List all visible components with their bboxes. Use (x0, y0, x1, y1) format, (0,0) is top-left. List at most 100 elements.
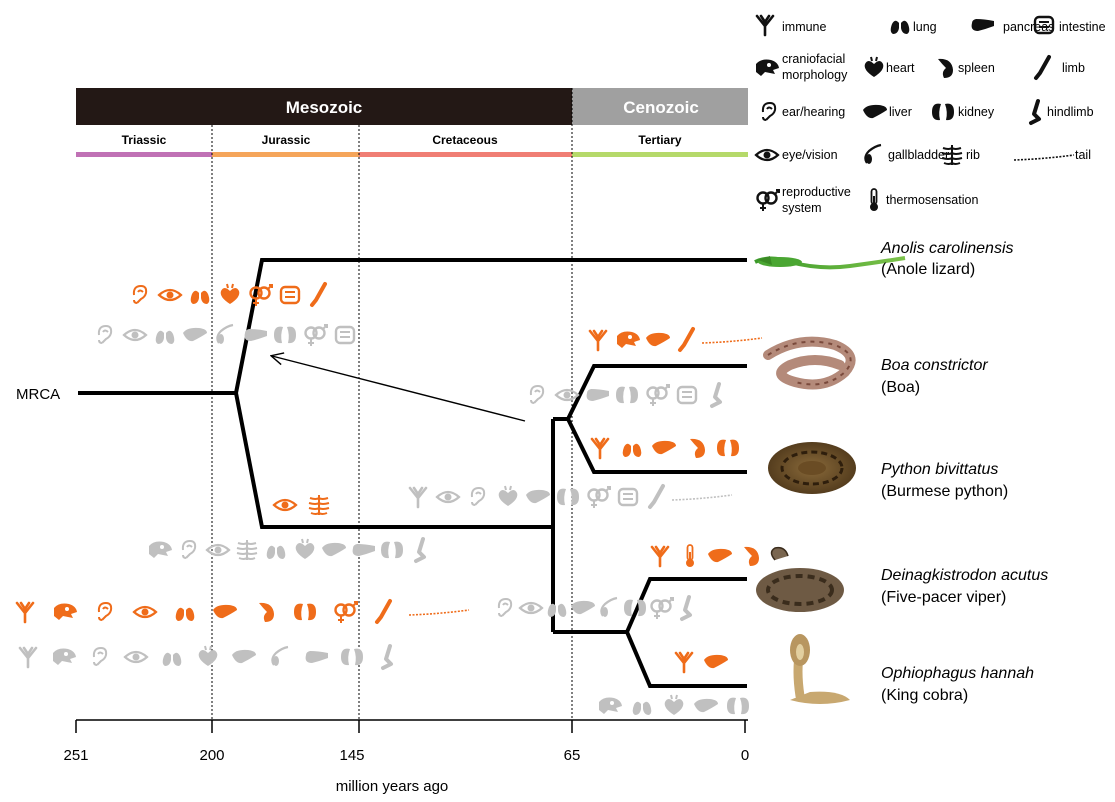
tick-label-200: 200 (199, 747, 224, 764)
ear-icon (472, 488, 484, 505)
time-axis: 251 200 145 65 0 million years ago (63, 720, 749, 795)
lung-icon (191, 287, 210, 304)
tail-icon (409, 610, 469, 615)
kidney-icon (717, 440, 739, 456)
kidney-icon (932, 104, 954, 120)
eye-icon (274, 500, 296, 510)
eye-icon (159, 290, 181, 300)
period-jurassic-label: Jurassic (262, 133, 311, 147)
pancreas-icon (245, 329, 267, 341)
lung-icon (633, 698, 652, 715)
trait-row-gain (676, 653, 728, 672)
spleen-icon (690, 439, 705, 458)
hindlimb-icon (682, 597, 690, 619)
legend-label-reproductive: reproductive (782, 185, 851, 199)
python-image (768, 442, 856, 494)
boa-image (768, 342, 851, 385)
eye-icon (520, 603, 542, 613)
legend: immune lung pancreas intestine craniofac… (756, 16, 1106, 215)
legend-label-thermosensation: thermosensation (886, 193, 978, 207)
hindlimb-icon (383, 646, 391, 668)
liver-icon (232, 650, 256, 663)
thermometer-icon (686, 545, 694, 567)
liver-icon (708, 549, 732, 562)
limb-icon (650, 486, 663, 507)
legend-label-spleen: spleen (958, 61, 995, 75)
period-tertiary-bar (572, 152, 748, 157)
eye-icon (756, 150, 778, 160)
heart-icon (499, 486, 518, 506)
era-mesozoic-label: Mesozoic (286, 98, 363, 117)
eye-icon (207, 545, 229, 555)
reproductive-icon (589, 487, 611, 508)
viper-image (756, 548, 844, 612)
legend-label-craniofacial: craniofacial (782, 52, 845, 66)
pancreas-icon (306, 651, 328, 663)
trait-row-loss (410, 486, 732, 508)
trait-row-gain (590, 329, 762, 350)
era-cenozoic-label: Cenozoic (623, 98, 699, 117)
immune-icon (590, 331, 606, 350)
rib-icon (309, 495, 329, 515)
legend-label-system: system (782, 201, 822, 215)
pancreas-icon (587, 389, 609, 401)
intestine-icon (336, 327, 354, 343)
period-jurassic-bar (212, 152, 359, 157)
eye-icon (134, 607, 156, 617)
intestine-icon (678, 387, 696, 403)
trait-row-gain (17, 601, 469, 623)
legend-label-rib: rib (966, 148, 980, 162)
rib-icon (237, 540, 257, 560)
lung-icon (623, 440, 642, 457)
tail-icon (1014, 155, 1074, 160)
legend-label-kidney: kidney (958, 105, 995, 119)
ancestral-arrow (272, 356, 525, 421)
tick-label-251: 251 (63, 747, 88, 764)
pancreas-icon (972, 19, 994, 31)
tick-label-65: 65 (564, 747, 581, 764)
spleen-icon (744, 547, 759, 566)
species-labels: Anolis carolinensis (Anole lizard) Boa c… (880, 240, 1048, 704)
species-images (755, 256, 905, 704)
legend-label-immune: immune (782, 20, 827, 34)
legend-label-lung: lung (913, 20, 937, 34)
species-name-boa: Boa constrictor (881, 357, 988, 374)
liver-icon (213, 605, 237, 618)
gallbladder-icon (601, 598, 617, 617)
tick-label-0: 0 (741, 747, 749, 764)
trait-row-loss (99, 325, 354, 346)
ear-icon (531, 386, 543, 403)
immune-icon (676, 653, 692, 672)
ear-icon (763, 103, 775, 120)
legend-label-morphology: morphology (782, 68, 848, 82)
kidney-icon (727, 698, 749, 714)
lung-icon (267, 542, 286, 559)
liver-icon (571, 601, 595, 614)
immune-icon (757, 16, 773, 35)
tail-icon (672, 495, 732, 500)
heart-icon (296, 539, 315, 559)
lung-icon (891, 17, 910, 34)
species-common-python: (Burmese python) (881, 483, 1008, 500)
spleen-icon (259, 603, 274, 622)
ear-icon (134, 286, 146, 303)
limb-icon (377, 601, 390, 622)
legend-label-intestine: intestine (1059, 20, 1106, 34)
limb-icon (680, 329, 693, 350)
heart-icon (665, 695, 684, 715)
trait-row-gain (134, 284, 325, 306)
species-common-viper: (Five-pacer viper) (881, 589, 1006, 606)
eye-icon (125, 652, 147, 662)
skull-icon (53, 649, 76, 666)
kidney-icon (381, 542, 403, 558)
intestine-icon (281, 287, 299, 303)
liver-icon (863, 105, 887, 118)
gallbladder-icon (272, 647, 288, 666)
lung-icon (176, 604, 195, 621)
period-cretaceous-bar (359, 152, 572, 157)
immune-icon (592, 439, 608, 458)
period-cretaceous-label: Cretaceous (432, 133, 498, 147)
trait-row-gain (592, 439, 739, 458)
ear-icon (99, 603, 111, 620)
